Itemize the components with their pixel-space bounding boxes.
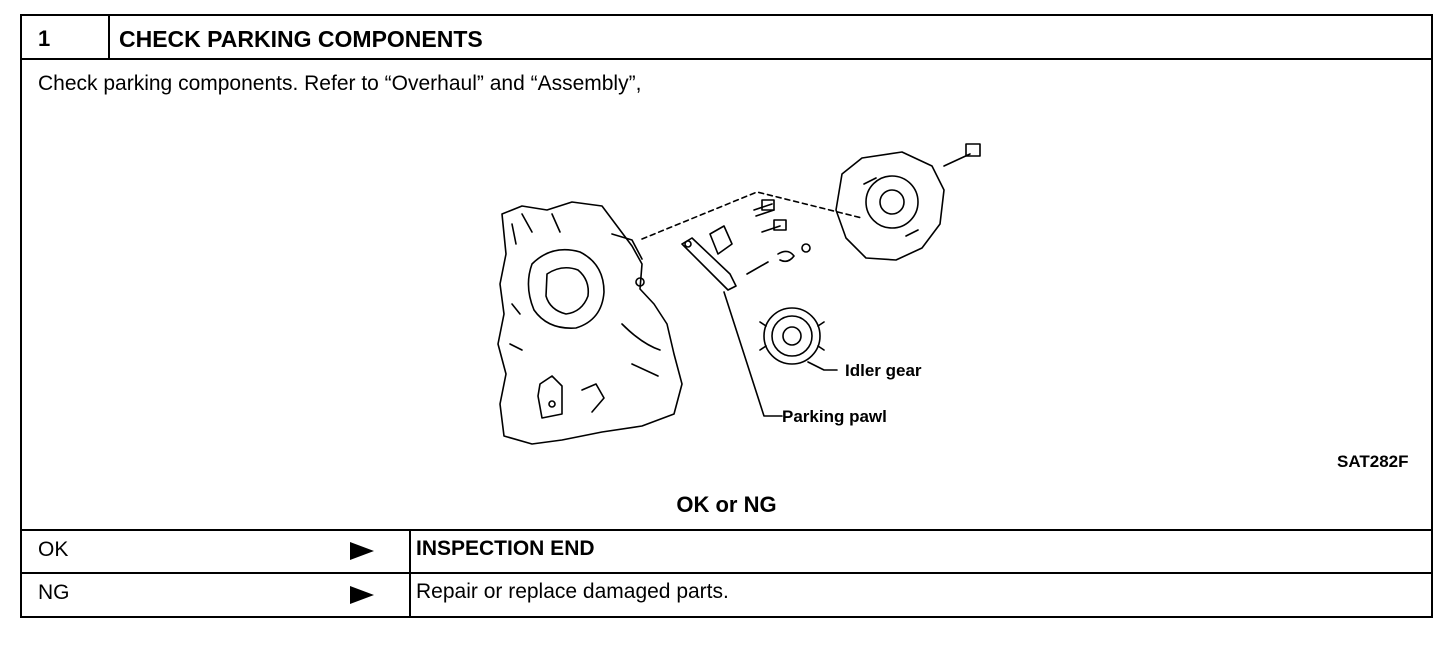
step-title: CHECK PARKING COMPONENTS <box>119 26 483 52</box>
parking-pawl-label: Parking pawl <box>782 407 887 426</box>
idler-gear-label: Idler gear <box>845 361 922 380</box>
inspection-step-table: 1 CHECK PARKING COMPONENTS Check parking… <box>20 14 1433 618</box>
side-cover-drawing <box>835 143 981 261</box>
idler-gear-leader <box>807 361 838 371</box>
header-divider <box>108 16 110 58</box>
figure-code: SAT282F <box>1337 452 1409 471</box>
ok-or-ng-question: OK or NG <box>676 492 777 517</box>
results-middle-rule <box>22 572 1431 574</box>
arrow-right-icon <box>350 542 374 560</box>
parking-pawl-leader <box>723 291 783 417</box>
parking-components-illustration: Idler gear Parking pawl <box>497 143 981 445</box>
results-top-rule <box>22 529 1431 531</box>
result-action-ok: INSPECTION END <box>416 537 595 560</box>
header-rule <box>22 58 1431 60</box>
bracket-and-bolts-drawing <box>709 199 811 275</box>
parking-pawl-drawing <box>681 237 737 291</box>
result-label-ok: OK <box>38 538 69 561</box>
instruction-text: Check parking components. Refer to “Over… <box>38 72 642 95</box>
idler-gear-drawing <box>759 307 825 365</box>
guide-line <box>641 191 863 240</box>
step-number: 1 <box>38 26 51 51</box>
result-action-ng: Repair or replace damaged parts. <box>416 580 729 603</box>
arrow-right-icon <box>350 586 374 604</box>
result-label-ng: NG <box>38 581 70 604</box>
transmission-case-drawing <box>497 201 683 445</box>
